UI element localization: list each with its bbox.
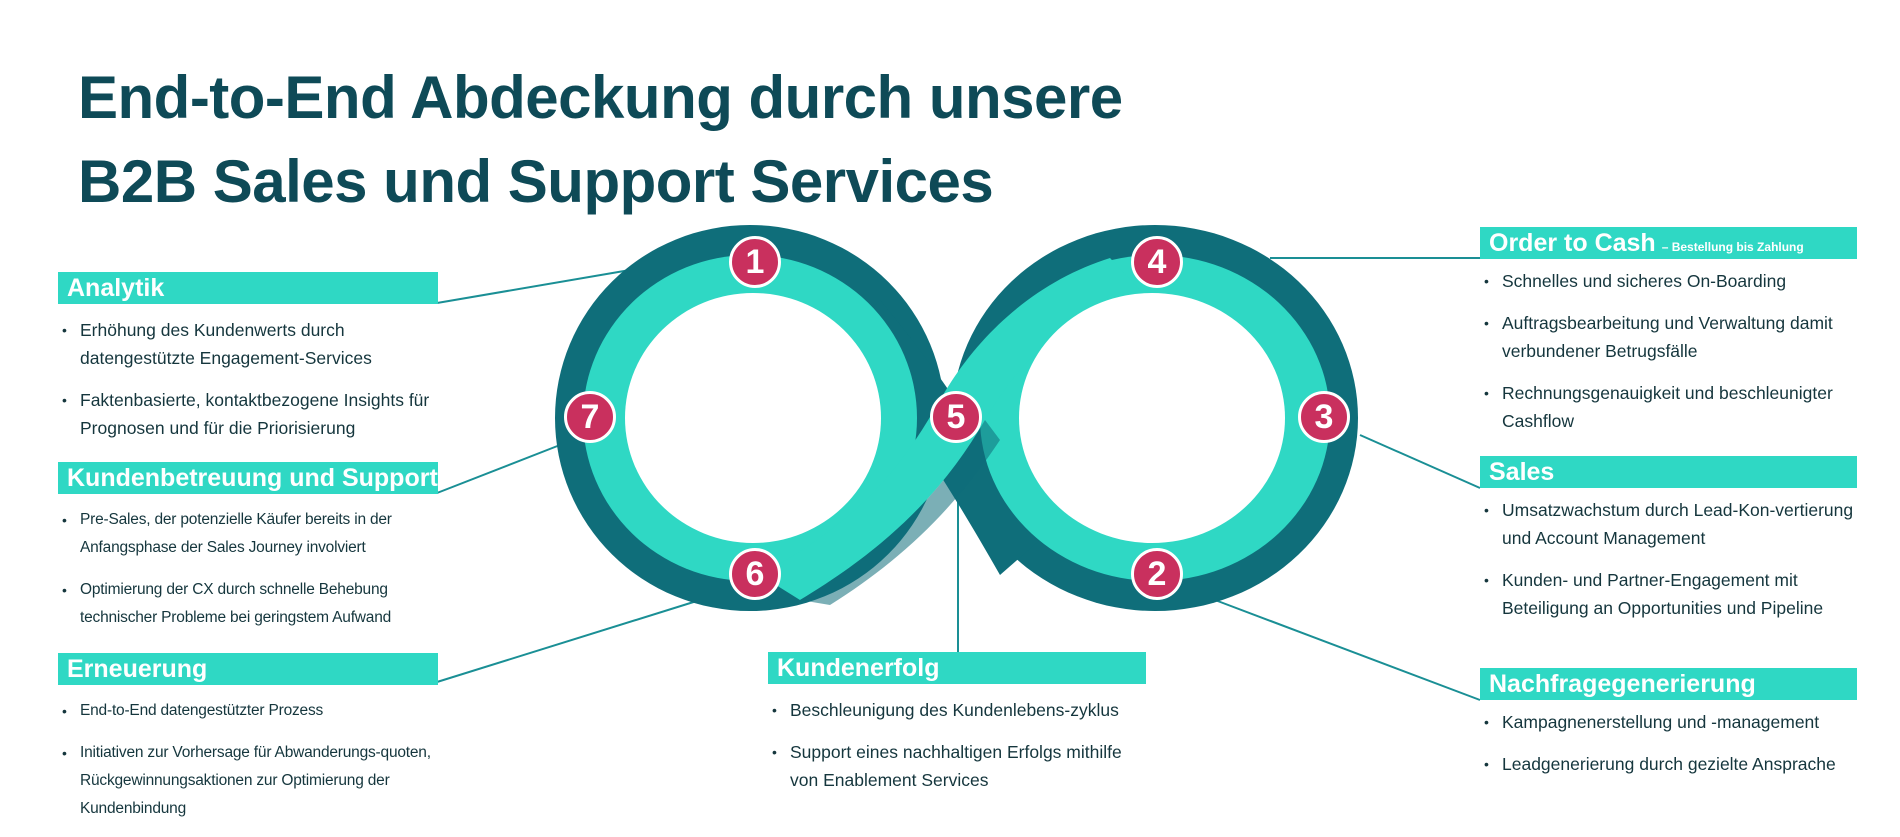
section-sales: Sales Umsatzwachstum durch Lead-Kon-vert… <box>1480 456 1857 636</box>
nachfrage-item: Kampagnenerstellung und -management <box>1480 708 1857 736</box>
kundenerfolg-item: Beschleunigung des Kundenlebens-zyklus <box>768 696 1146 724</box>
section-analytik: Analytik Erhöhung des Kundenwerts durch … <box>58 272 438 456</box>
kundenbetreuung-item: Pre-Sales, der potenzielle Käufer bereit… <box>58 506 438 562</box>
sales-heading: Sales <box>1480 456 1857 488</box>
kundenbetreuung-item: Optimierung der CX durch schnelle Behebu… <box>58 576 438 632</box>
order-to-cash-item: Auftragsbearbeitung und Verwaltung damit… <box>1480 309 1857 365</box>
nachfrage-heading: Nachfragegenerierung <box>1480 668 1857 700</box>
connector-nachfrage <box>1214 599 1481 701</box>
badge-7: 7 <box>564 391 616 443</box>
left-loop-hole <box>625 293 881 543</box>
kundenerfolg-heading: Kundenerfolg <box>768 652 1146 684</box>
order-to-cash-subtitle: – Bestellung bis Zahlung <box>1661 240 1804 254</box>
nachfrage-item: Leadgenerierung durch gezielte Ansprache <box>1480 750 1857 778</box>
connector-erneuerung <box>436 599 701 683</box>
connector-kundenbetreuung <box>436 444 561 494</box>
analytik-item: Faktenbasierte, kontaktbezogene Insights… <box>58 386 438 442</box>
order-to-cash-item: Rechnungsgenauigkeit und beschleunigter … <box>1480 379 1857 435</box>
section-nachfrage: Nachfragegenerierung Kampagnenerstellung… <box>1480 668 1857 792</box>
erneuerung-list: End-to-End datengestützter Prozess Initi… <box>58 697 438 823</box>
order-to-cash-title: Order to Cash <box>1489 229 1656 257</box>
kundenerfolg-list: Beschleunigung des Kundenlebens-zyklus S… <box>768 696 1146 794</box>
crossing-shade <box>800 420 1000 605</box>
analytik-item: Erhöhung des Kundenwerts durch datengest… <box>58 316 438 372</box>
badge-2: 2 <box>1131 548 1183 600</box>
sales-list: Umsatzwachstum durch Lead-Kon-vertierung… <box>1480 496 1857 622</box>
kundenbetreuung-list: Pre-Sales, der potenzielle Käufer bereit… <box>58 506 438 632</box>
badge-5: 5 <box>930 391 982 443</box>
order-to-cash-list: Schnelles und sicheres On-Boarding Auftr… <box>1480 267 1857 435</box>
connector-analytik <box>436 269 631 304</box>
section-order-to-cash: Order to Cash – Bestellung bis Zahlung Sc… <box>1480 227 1857 449</box>
order-to-cash-item: Schnelles und sicheres On-Boarding <box>1480 267 1857 295</box>
sales-item: Kunden- und Partner-Engagement mit Betei… <box>1480 566 1857 622</box>
analytik-list: Erhöhung des Kundenwerts durch datengest… <box>58 316 438 442</box>
badge-4: 4 <box>1131 236 1183 288</box>
badge-6: 6 <box>729 548 781 600</box>
page-title: End-to-End Abdeckung durch unsere B2B Sa… <box>78 56 1123 224</box>
section-kundenbetreuung: Kundenbetreuung und Support Pre-Sales, d… <box>58 462 438 646</box>
sales-item: Umsatzwachstum durch Lead-Kon-vertierung… <box>1480 496 1857 552</box>
kundenerfolg-item: Support eines nachhaltigen Erfolgs mithi… <box>768 738 1146 794</box>
erneuerung-item: Initiativen zur Vorhersage für Abwanderu… <box>58 739 438 823</box>
order-to-cash-heading: Order to Cash – Bestellung bis Zahlung <box>1480 227 1857 259</box>
kundenbetreuung-heading: Kundenbetreuung und Support <box>58 462 438 494</box>
erneuerung-item: End-to-End datengestützter Prozess <box>58 697 438 725</box>
erneuerung-heading: Erneuerung <box>58 653 438 685</box>
badge-3: 3 <box>1298 391 1350 443</box>
section-kundenerfolg: Kundenerfolg Beschleunigung des Kundenle… <box>768 652 1146 808</box>
analytik-heading: Analytik <box>58 272 438 304</box>
connector-sales <box>1359 434 1481 489</box>
page-title-line-1: End-to-End Abdeckung durch unsere <box>78 64 1123 131</box>
page-title-line-2: B2B Sales und Support Services <box>78 148 994 215</box>
right-loop-hole <box>1019 293 1285 543</box>
section-erneuerung: Erneuerung End-to-End datengestützter Pr… <box>58 653 438 837</box>
nachfrage-list: Kampagnenerstellung und -management Lead… <box>1480 708 1857 778</box>
badge-1: 1 <box>729 236 781 288</box>
